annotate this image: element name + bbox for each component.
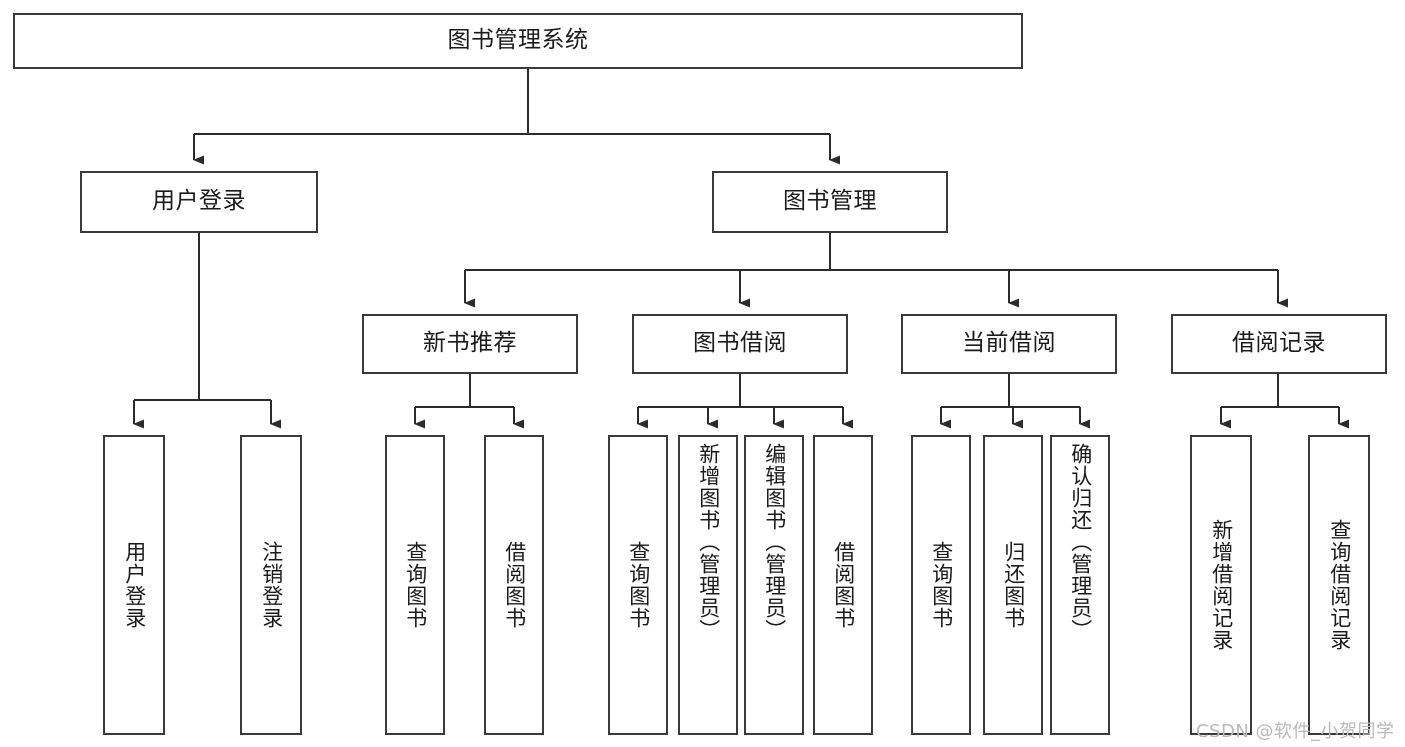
node-new-book-recommend[interactable]: 新书推荐 bbox=[362, 314, 578, 374]
node-label: 新书推荐 bbox=[423, 330, 517, 357]
node-label: 借阅图书 bbox=[831, 541, 856, 629]
node-label: 用户登录 bbox=[152, 188, 246, 215]
node-leaf-add-borrow-record[interactable]: 新增借阅记录 bbox=[1190, 435, 1252, 735]
node-label: 查询图书 bbox=[403, 541, 428, 629]
node-book-management[interactable]: 图书管理 bbox=[712, 171, 948, 233]
node-user-login[interactable]: 用户登录 bbox=[80, 171, 318, 233]
node-current-borrow[interactable]: 当前借阅 bbox=[901, 314, 1117, 374]
node-leaf-edit-book-admin[interactable]: 编辑图书（管理员） bbox=[744, 435, 804, 735]
node-label: 归还图书 bbox=[1001, 541, 1026, 629]
node-leaf-query-book-borrow[interactable]: 查询图书 bbox=[608, 435, 668, 735]
node-leaf-user-login[interactable]: 用户登录 bbox=[103, 435, 165, 735]
node-label: 查询图书 bbox=[626, 541, 651, 629]
connector-group bbox=[132, 69, 1349, 429]
node-leaf-return-book[interactable]: 归还图书 bbox=[983, 435, 1043, 735]
node-leaf-query-book-current[interactable]: 查询图书 bbox=[911, 435, 971, 735]
node-leaf-borrow-book[interactable]: 借阅图书 bbox=[813, 435, 873, 735]
node-leaf-borrow-book-recommend[interactable]: 借阅图书 bbox=[484, 435, 544, 735]
node-label: 查询图书 bbox=[929, 541, 954, 629]
node-label: 新增图书（管理员） bbox=[696, 443, 721, 641]
node-label: 注销登录 bbox=[259, 541, 284, 629]
node-leaf-add-book-admin[interactable]: 新增图书（管理员） bbox=[678, 435, 738, 735]
node-book-borrow[interactable]: 图书借阅 bbox=[632, 314, 848, 374]
node-leaf-confirm-return-admin[interactable]: 确认归还（管理员） bbox=[1050, 435, 1110, 735]
node-label: 借阅图书 bbox=[502, 541, 527, 629]
node-label: 图书管理 bbox=[783, 188, 877, 215]
node-label: 确认归还（管理员） bbox=[1068, 443, 1093, 641]
node-root[interactable]: 图书管理系统 bbox=[13, 13, 1023, 69]
node-label: 图书借阅 bbox=[693, 330, 787, 357]
node-leaf-query-borrow-record[interactable]: 查询借阅记录 bbox=[1308, 435, 1370, 735]
node-label: 查询借阅记录 bbox=[1327, 519, 1352, 651]
node-label: 新增借阅记录 bbox=[1209, 519, 1234, 651]
node-label: 编辑图书（管理员） bbox=[762, 443, 787, 641]
node-leaf-query-book-recommend[interactable]: 查询图书 bbox=[385, 435, 445, 735]
node-label: 图书管理系统 bbox=[447, 27, 589, 54]
node-borrow-record[interactable]: 借阅记录 bbox=[1171, 314, 1387, 374]
node-label: 借阅记录 bbox=[1232, 330, 1326, 357]
node-leaf-logout-login[interactable]: 注销登录 bbox=[240, 435, 302, 735]
node-label: 当前借阅 bbox=[962, 330, 1056, 357]
node-label: 用户登录 bbox=[122, 541, 147, 629]
